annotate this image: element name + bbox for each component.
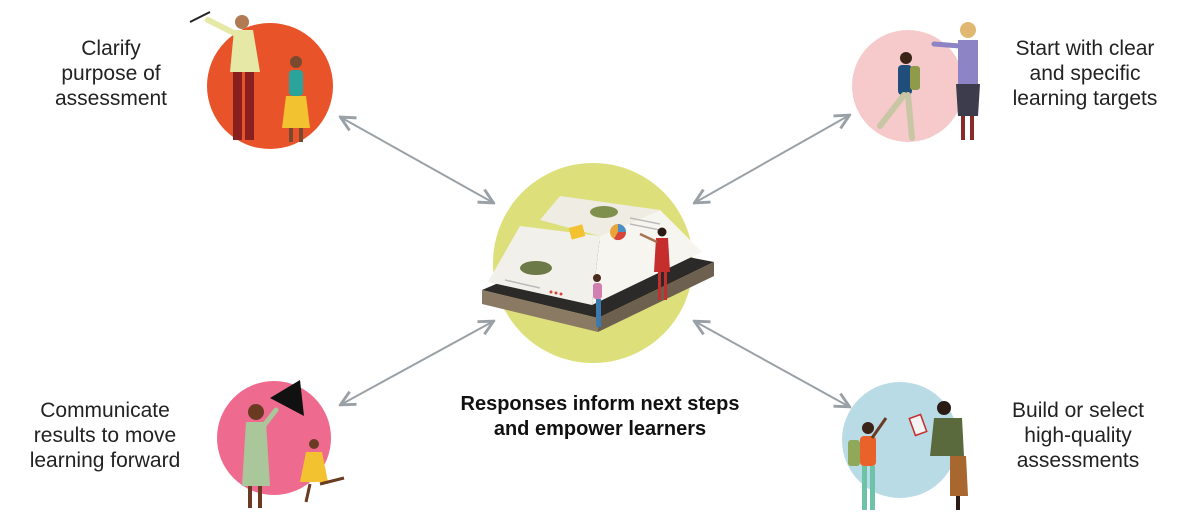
node-label-learning-targets: Start with clear and specific learning t… [990,36,1178,111]
presenter-figure-icon [639,227,670,300]
arrow-bottom-left [342,322,492,404]
node-bottom-left-illustration [217,380,345,508]
node-top-left-illustration [189,11,333,149]
node-label-communicate-results: Communicate results to move learning for… [10,398,200,473]
node-top-right-illustration [852,22,980,142]
center-illustration [482,163,714,363]
top-left-circle [207,23,333,149]
woman-figure-icon [242,404,279,508]
node-label-line: assessment [54,87,168,110]
node-label-line: learning targets [1012,87,1158,110]
arrow-top-right [696,116,848,202]
open-book-icon [482,196,714,332]
student-backpack-icon [877,52,920,141]
node-label-line: Build or select [1012,399,1144,422]
node-label-line: assessments [1016,449,1140,472]
node-label-line: Clarify [81,37,141,60]
center-caption-line: Responses inform next steps [460,393,740,415]
arrow-top-left [342,118,492,202]
child-backpack-icon [848,417,888,510]
node-label-line: results to move [33,424,177,447]
node-label-line: purpose of [61,62,161,85]
node-label-build-assessments: Build or select high-quality assessments [988,398,1168,473]
teacher-standing-icon [931,22,980,140]
dancing-child-icon [300,439,345,503]
reader-figure-icon [593,274,602,327]
teacher-clipboard-icon [908,401,968,510]
node-label-line: Start with clear [1015,37,1155,60]
teacher-pointing-icon [189,11,260,140]
child-figure-icon [282,56,310,142]
node-label-clarify-purpose: Clarify purpose of assessment [36,36,186,111]
node-label-line: and specific [1029,62,1141,85]
center-caption: Responses inform next steps and empower … [420,392,780,442]
node-bottom-right-illustration [842,382,968,510]
megaphone-icon [270,380,304,416]
center-caption-line: and empower learners [493,418,707,440]
node-label-line: high-quality [1024,424,1132,447]
node-label-line: Communicate [40,399,170,422]
node-label-line: learning forward [29,449,181,472]
arrow-bottom-right [696,322,848,406]
